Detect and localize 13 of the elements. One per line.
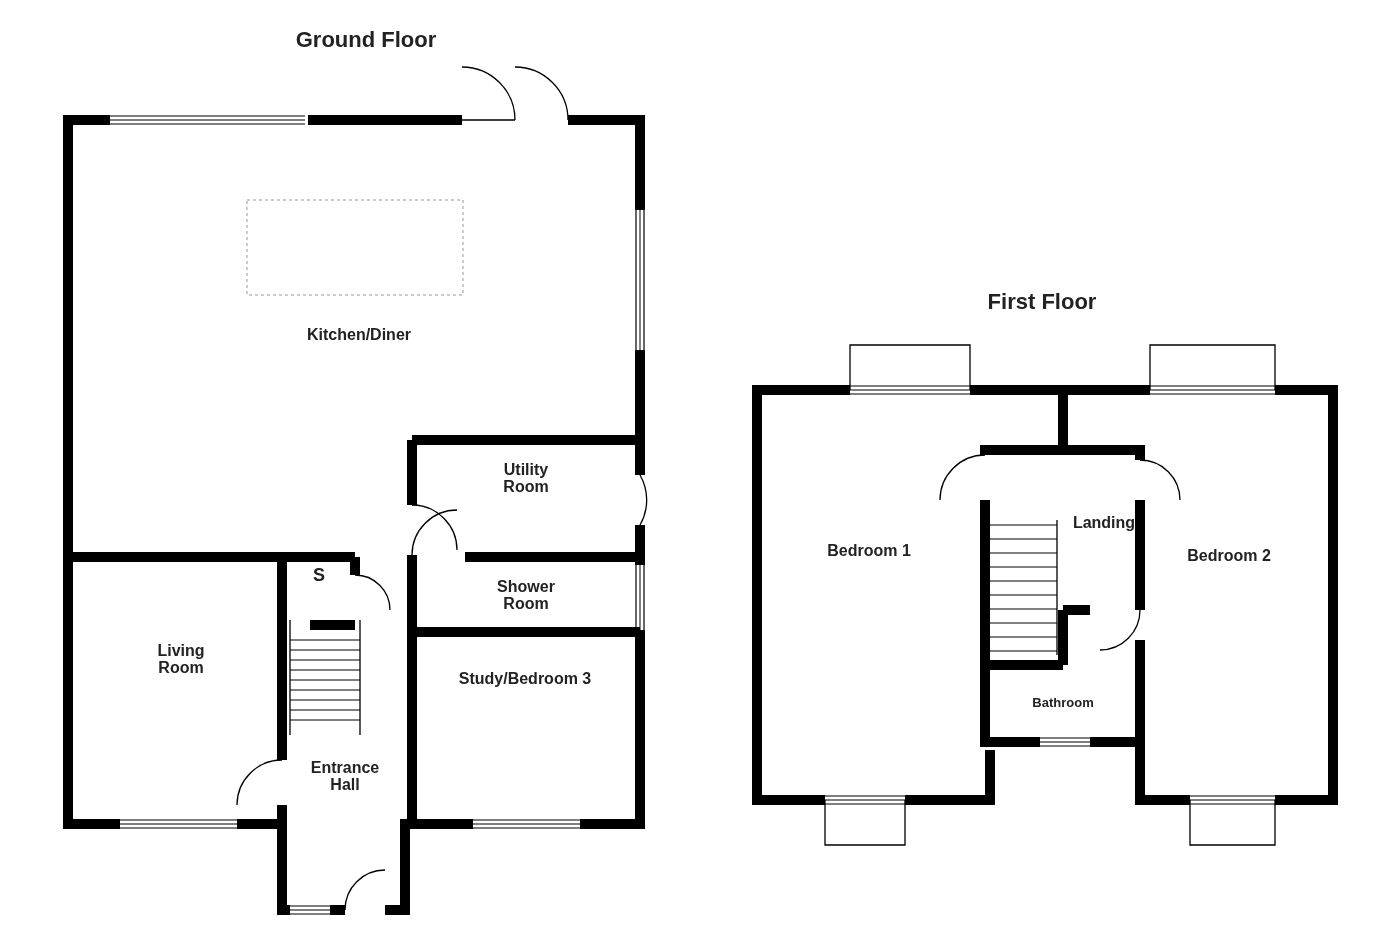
room-label: S: [313, 565, 325, 585]
floor-title: Ground Floor: [295, 28, 437, 52]
room-label: Bedroom 1: [827, 542, 911, 560]
room-label: Study/Bedroom 3: [458, 670, 592, 688]
room-label: Bathroom: [1032, 696, 1094, 710]
room-label: Kitchen/Diner: [306, 326, 412, 344]
room-label: Utility Room: [502, 462, 550, 496]
room-label: Entrance Hall: [309, 760, 381, 794]
room-label: Shower Room: [496, 579, 556, 613]
room-label: Landing: [1072, 514, 1136, 532]
floor-title: First Floor: [987, 290, 1097, 314]
room-label: Bedroom 2: [1187, 547, 1271, 565]
room-label: Living Room: [156, 643, 206, 677]
